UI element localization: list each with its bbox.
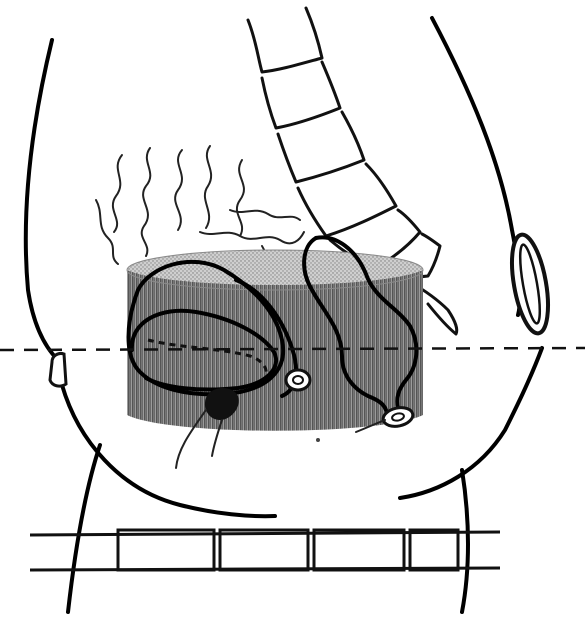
treatment-couch (30, 530, 500, 570)
thigh-front-line (462, 470, 468, 612)
abdomen-contour (432, 18, 520, 315)
thigh-back-line (68, 445, 100, 612)
body-back-contour (26, 40, 58, 360)
speck (316, 438, 320, 442)
cervix-ring (286, 370, 310, 390)
anterior-ring-marker (506, 232, 555, 336)
reference-dashed-line (0, 348, 585, 350)
lateral-skin-marker (50, 353, 66, 386)
